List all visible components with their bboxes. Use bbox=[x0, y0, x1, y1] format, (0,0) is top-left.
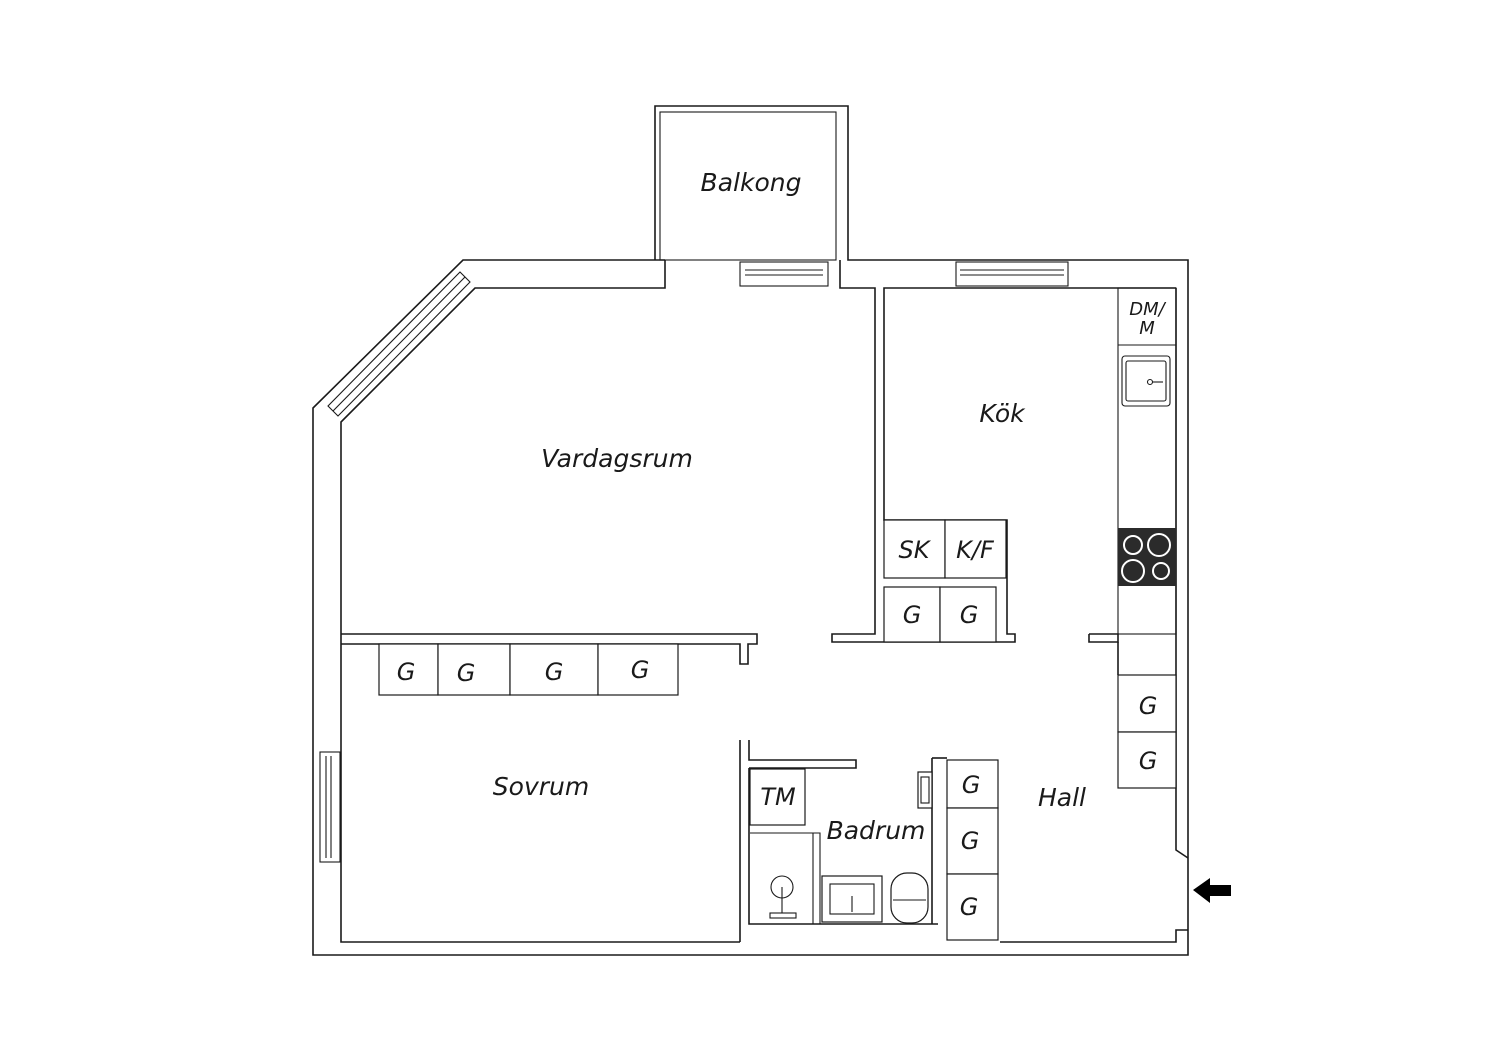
outer-walls bbox=[312, 105, 1189, 956]
sink-icon bbox=[1121, 355, 1171, 407]
room-label-kok: Kök bbox=[979, 399, 1026, 428]
room-label-hall: Hall bbox=[1038, 783, 1086, 812]
room-labels: Balkong Vardagsrum Kök Sovrum Badrum Hal… bbox=[493, 168, 1086, 845]
entrance-arrow-icon bbox=[1193, 878, 1231, 903]
kitchen-appliances bbox=[883, 519, 1007, 643]
wardrobe-label: G bbox=[1139, 747, 1158, 775]
window-living-room bbox=[739, 261, 829, 287]
wardrobes bbox=[378, 643, 1177, 941]
wardrobe-label: G bbox=[960, 893, 979, 921]
fridge-freezer-label: K/F bbox=[956, 536, 995, 564]
room-label-balkong: Balkong bbox=[701, 168, 802, 197]
fixture-labels: SK K/F DM/ M TM G G G G G G G G G G G bbox=[397, 299, 1167, 921]
room-label-badrum: Badrum bbox=[827, 816, 926, 845]
room-label-sovrum: Sovrum bbox=[493, 772, 589, 801]
kitchen-counter bbox=[1117, 287, 1177, 635]
wardrobe-label: G bbox=[397, 658, 416, 686]
dishwasher-micro-label-2: M bbox=[1139, 318, 1155, 339]
window-kitchen bbox=[955, 261, 1069, 287]
wardrobe-label: G bbox=[545, 658, 564, 686]
interior-walls bbox=[341, 633, 1119, 942]
balcony bbox=[659, 111, 837, 261]
window-diagonal bbox=[327, 271, 471, 417]
bathroom-fixtures bbox=[749, 768, 933, 924]
wardrobe-label: G bbox=[631, 656, 650, 684]
wardrobe-label: G bbox=[962, 771, 981, 799]
washing-machine-label: TM bbox=[760, 783, 796, 811]
wardrobe-label: G bbox=[457, 659, 476, 687]
wardrobe-label: G bbox=[960, 601, 979, 629]
wardrobe-label: G bbox=[1139, 692, 1158, 720]
windows bbox=[319, 261, 1069, 863]
window-bedroom bbox=[319, 751, 341, 863]
wardrobe-label: G bbox=[903, 601, 922, 629]
dishwasher-micro-label: DM/ bbox=[1129, 299, 1166, 320]
wardrobe-label: G bbox=[961, 827, 980, 855]
toilet-icon bbox=[890, 872, 929, 924]
freezer-label: SK bbox=[899, 536, 932, 564]
room-label-vardagsrum: Vardagsrum bbox=[541, 444, 693, 473]
